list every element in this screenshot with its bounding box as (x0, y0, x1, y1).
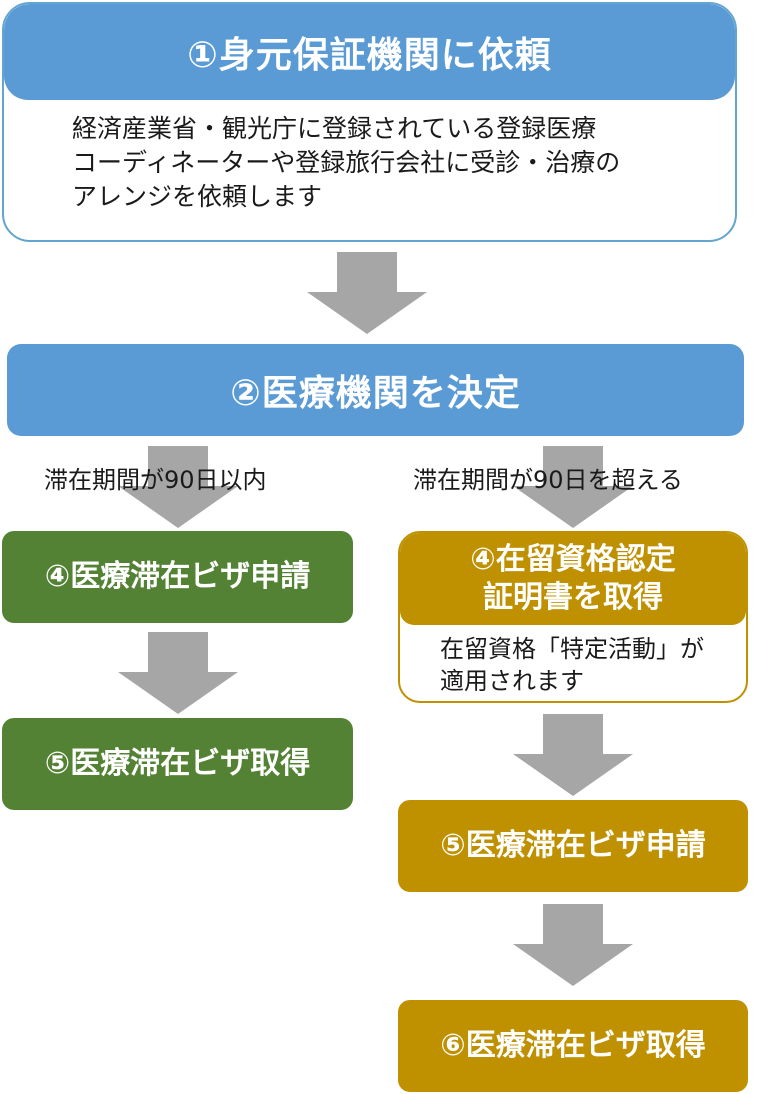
down-arrow-icon (513, 446, 633, 528)
step1-title: ①身元保証機関に依頼 (4, 4, 735, 100)
left-condition-label: 滞在期間が90日以内 (44, 466, 267, 494)
right-step4-title-line1: ④在留資格認定 (470, 542, 676, 577)
left-step4-box: ④医療滞在ビザ申請 (2, 531, 353, 623)
right-step4-card: ④在留資格認定 証明書を取得 在留資格「特定活動」が 適用されます (398, 531, 748, 703)
right-step4-title-line2: 証明書を取得 (483, 580, 663, 615)
right-step4-title: ④在留資格認定 証明書を取得 (400, 533, 746, 625)
step2-bar: ②医療機関を決定 (7, 344, 744, 436)
down-arrow-icon (513, 714, 633, 796)
right-step4-note: 在留資格「特定活動」が 適用されます (440, 635, 704, 695)
down-arrow-icon (118, 632, 238, 714)
right-condition-label: 滞在期間が90日を超える (413, 466, 683, 494)
down-arrow-icon (513, 904, 633, 986)
step1-description: 経済産業省・観光庁に登録されている登録医療 コーディネーターや登録旅行会社に受診… (72, 114, 621, 211)
right-step5-box: ⑤医療滞在ビザ申請 (398, 800, 748, 892)
left-step5-box: ⑤医療滞在ビザ取得 (2, 718, 353, 810)
down-arrow-icon (118, 446, 238, 528)
step1-card: ①身元保証機関に依頼 経済産業省・観光庁に登録されている登録医療 コーディネータ… (2, 2, 737, 242)
down-arrow-icon (307, 252, 427, 334)
right-step6-box: ⑥医療滞在ビザ取得 (398, 1000, 748, 1092)
